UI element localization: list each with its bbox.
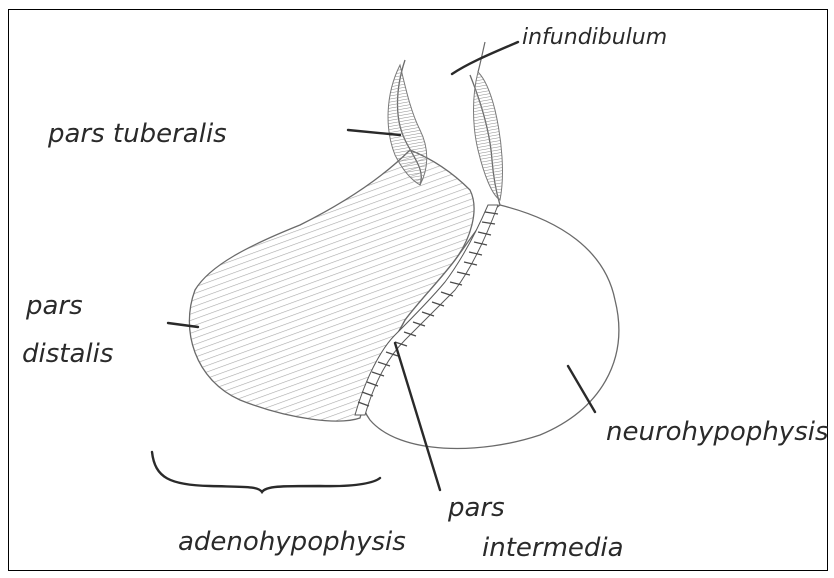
label-pars-tuberalis: pars tuberalis: [47, 119, 227, 149]
label-neurohypophysis: neurohypophysis: [606, 417, 829, 447]
label-pars-intermedia-line2: intermedia: [482, 533, 624, 563]
pars-tuberalis-right: [474, 72, 503, 200]
infundibulum-pointer: [452, 42, 518, 74]
label-pars-distalis-line1: pars: [25, 291, 83, 321]
label-pars-distalis-line2: distalis: [22, 339, 113, 369]
label-adenohypophysis: adenohypophysis: [178, 527, 406, 557]
adenohypophysis-brace: [152, 452, 380, 492]
label-pars-intermedia-line1: pars: [447, 493, 505, 523]
label-infundibulum: infundibulum: [522, 25, 667, 50]
